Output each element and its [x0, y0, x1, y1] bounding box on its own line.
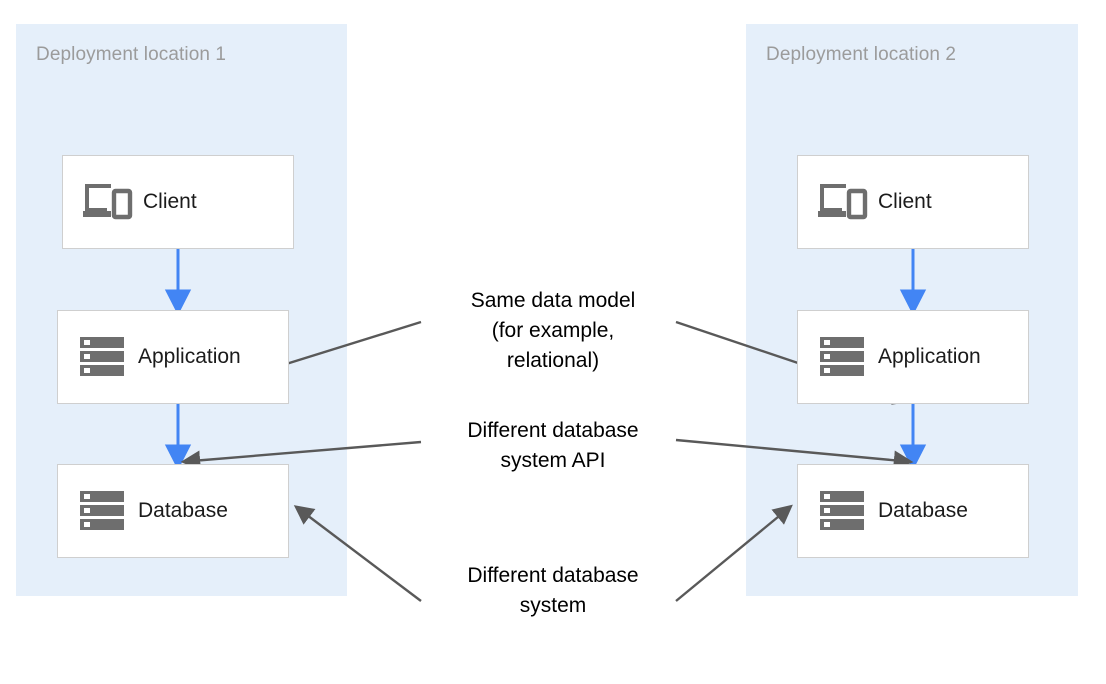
node-client-2-label: Client — [878, 190, 932, 213]
annotation-different-database-system-api: Different database system API — [467, 419, 639, 472]
deployment-location-2-title: Deployment location 2 — [766, 44, 957, 65]
devices-icon — [77, 180, 137, 224]
node-database-2[interactable]: Database — [797, 464, 1029, 558]
annotation-same-data-model: Same data model (for example, relational… — [470, 289, 636, 372]
node-client-2[interactable]: Client — [797, 155, 1029, 249]
node-application-1[interactable]: Application — [57, 310, 289, 404]
server-icon — [812, 336, 872, 378]
annotation-different-database-system: Different database system — [467, 564, 639, 617]
node-client-1-label: Client — [143, 190, 197, 213]
node-application-2[interactable]: Application — [797, 310, 1029, 404]
deployment-location-1-title: Deployment location 1 — [36, 44, 227, 65]
node-client-1[interactable]: Client — [62, 155, 294, 249]
node-database-1[interactable]: Database — [57, 464, 289, 558]
node-application-2-label: Application — [878, 345, 981, 368]
server-icon — [72, 490, 132, 532]
node-database-1-label: Database — [138, 499, 228, 522]
devices-icon — [812, 180, 872, 224]
node-database-2-label: Database — [878, 499, 968, 522]
server-icon — [812, 490, 872, 532]
node-application-1-label: Application — [138, 345, 241, 368]
server-icon — [72, 336, 132, 378]
